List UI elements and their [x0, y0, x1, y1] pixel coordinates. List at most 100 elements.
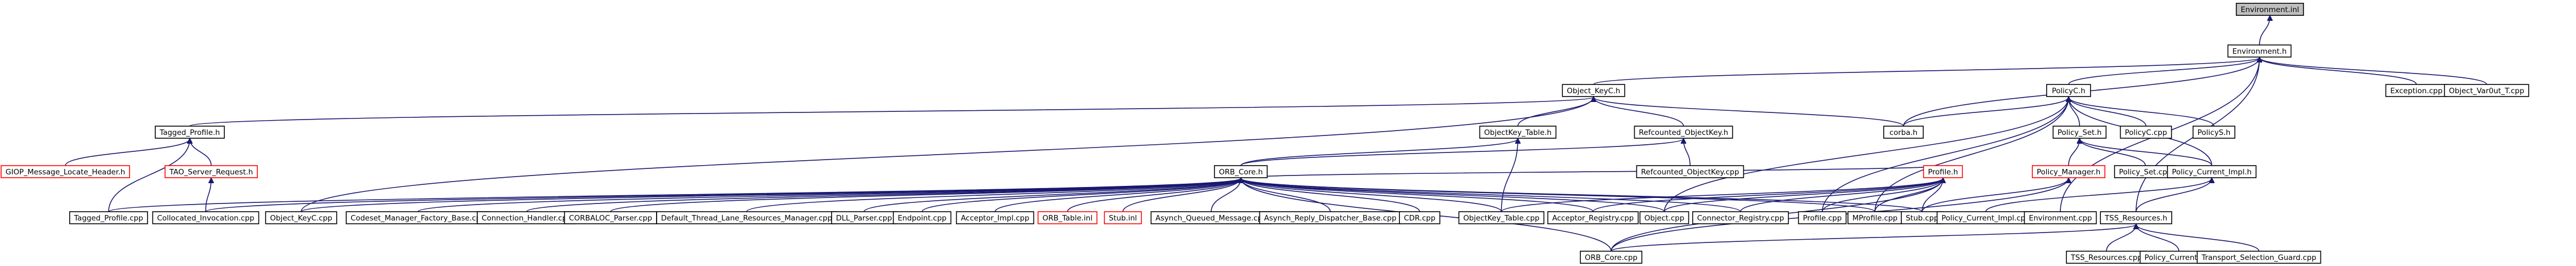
edge-object_keyc_cpp-to-object_keyc_h	[301, 97, 1594, 212]
node-label: Refcounted_ObjectKey.h	[1639, 128, 1728, 137]
node-object-keyc-h[interactable]: Object_KeyC.h	[1562, 84, 1625, 97]
node-label: Acceptor_Impl.cpp	[961, 214, 1030, 223]
node-label: DLL_Parser.cpp	[836, 214, 892, 223]
file-nodes: Environment.inlEnvironment.hObject_KeyC.…	[1, 3, 2529, 264]
node-refcounted-objectkey-h[interactable]: Refcounted_ObjectKey.h	[1634, 126, 1733, 139]
edge-transport_selection_guard_cpp-to-tss_resources_h	[2136, 224, 2259, 252]
node-label: Exception.cpp	[2390, 87, 2442, 95]
node-tagged-profile-cpp[interactable]: Tagged_Profile.cpp	[69, 211, 148, 224]
node-objectkey-table-cpp[interactable]: ObjectKey_Table.cpp	[1458, 211, 1545, 224]
node-box	[1580, 251, 1642, 264]
node-acceptor-impl-cpp[interactable]: Acceptor_Impl.cpp	[956, 211, 1035, 224]
edge-object_keyc_cpp-to-orb_core_h	[301, 178, 1241, 212]
node-label: Connector_Registry.cpp	[1697, 214, 1784, 223]
edge-corbaloc_parser_cpp-to-orb_core_h	[610, 178, 1241, 212]
node-profile-h[interactable]: Profile.h	[1923, 165, 1963, 178]
node-label: TAO_Server_Request.h	[169, 168, 253, 177]
node-orb-core-cpp[interactable]: ORB_Core.cpp	[1580, 251, 1642, 264]
node-exception-cpp[interactable]: Exception.cpp	[2385, 84, 2448, 97]
node-box	[2024, 211, 2097, 224]
node-tagged-profile-h[interactable]: Tagged_Profile.h	[155, 126, 225, 139]
node-giop-header-h[interactable]: GIOP_Message_Locate_Header.h	[1, 165, 131, 178]
node-label: CORBALOC_Parser.cpp	[569, 214, 652, 223]
node-label: corba.h	[1890, 128, 1918, 137]
node-object-keyc-cpp[interactable]: Object_KeyC.cpp	[265, 211, 337, 224]
edge-object_varout_t_cpp-to-env_h	[2259, 58, 2487, 85]
edge-objectkey_table_h-to-object_keyc_h	[1517, 97, 1594, 127]
edge-policyc_cpp-to-policyc_h	[2069, 97, 2146, 127]
node-stub-cpp[interactable]: Stub.cpp	[1901, 211, 1944, 224]
node-label: Tagged_Profile.h	[159, 128, 220, 137]
node-label: ObjectKey_Table.cpp	[1464, 214, 1540, 223]
node-acceptor-registry-cpp[interactable]: Acceptor_Registry.cpp	[1547, 211, 1639, 224]
edge-objectkey_table_cpp-to-profile_h	[1501, 178, 1943, 212]
node-connection-handler-cpp[interactable]: Connection_Handler.cpp	[477, 211, 577, 224]
node-policyc-cpp[interactable]: PolicyC.cpp	[2120, 126, 2172, 139]
node-box	[1883, 126, 1924, 139]
node-box	[2052, 126, 2107, 139]
node-box	[2235, 3, 2304, 16]
node-endpoint-cpp[interactable]: Endpoint.cpp	[892, 211, 952, 224]
node-label: Refcounted_ObjectKey.cpp	[1641, 168, 1739, 177]
node-box	[1634, 126, 1733, 139]
node-refcounted-objectkey-cpp[interactable]: Refcounted_ObjectKey.cpp	[1636, 165, 1744, 178]
edge-mprofile_cpp-to-policyc_h	[1874, 97, 2069, 212]
edge-object_cpp-to-orb_core_h	[1241, 178, 1665, 212]
node-tss-resources-h[interactable]: TSS_Resources.h	[2100, 211, 2172, 224]
node-orb-core-h[interactable]: ORB_Core.h	[1214, 165, 1268, 178]
node-env-inl[interactable]: Environment.inl	[2235, 3, 2304, 16]
node-cdr-cpp[interactable]: CDR.cpp	[1399, 211, 1440, 224]
node-connector-registry-cpp[interactable]: Connector_Registry.cpp	[1692, 211, 1789, 224]
node-default-thread-lane-cpp[interactable]: Default_Thread_Lane_Resources_Manager.cp…	[656, 211, 837, 224]
node-environment-cpp[interactable]: Environment.cpp	[2024, 211, 2097, 224]
node-policys-h[interactable]: PolicyS.h	[2193, 126, 2235, 139]
node-orb-table-inl[interactable]: ORB_Table.inl	[1037, 211, 1098, 224]
node-policy-manager-h[interactable]: Policy_Manager.h	[2032, 165, 2105, 178]
edge-corba_h-to-policyc_h	[1903, 97, 2069, 127]
node-profile-cpp[interactable]: Profile.cpp	[1798, 211, 1847, 224]
node-box	[1214, 165, 1268, 178]
node-tss-resources-cpp[interactable]: TSS_Resources.cpp	[2066, 251, 2147, 264]
node-env-h[interactable]: Environment.h	[2227, 44, 2292, 58]
node-corba-h[interactable]: corba.h	[1883, 126, 1924, 139]
node-policy-set-cpp[interactable]: Policy_Set.cpp	[2114, 165, 2177, 178]
edge-tao_server_request_h-to-tagged_profile_h	[190, 139, 212, 166]
node-transport-selection-guard-cpp[interactable]: Transport_Selection_Guard.cpp	[2196, 251, 2321, 264]
edge-profile_h-to-orb_core_h	[1241, 165, 1944, 178]
node-policy-set-h[interactable]: Policy_Set.h	[2052, 126, 2107, 139]
node-label: Policy_Current_Impl.cpp	[1941, 214, 2030, 223]
edge-connector_registry_cpp-to-orb_core_h	[1241, 178, 1741, 212]
edge-stub_cpp-to-policy_manager_h	[1922, 178, 2069, 212]
node-object-varout-t-cpp[interactable]: Object_Var0ut_T.cpp	[2444, 84, 2529, 97]
edge-env_h-to-env_inl	[2259, 16, 2270, 46]
node-mprofile-cpp[interactable]: MProfile.cpp	[1847, 211, 1903, 224]
node-asynch-reply-dispatcher-base-cpp[interactable]: Asynch_Reply_Dispatcher_Base.cpp	[1259, 211, 1402, 224]
node-policy-current-impl-cpp[interactable]: Policy_Current_Impl.cpp	[1936, 211, 2035, 224]
node-objectkey-table-h[interactable]: ObjectKey_Table.h	[1479, 126, 1557, 139]
edge-acceptor_registry_cpp-to-orb_core_h	[1241, 178, 1594, 212]
edge-orb_core_h-to-objectkey_table_h	[1240, 139, 1518, 166]
node-label: MProfile.cpp	[1852, 214, 1897, 223]
node-box	[2032, 165, 2105, 178]
edge-policys_h-to-policyc_h	[2069, 97, 2215, 127]
node-dll-parser-cpp[interactable]: DLL_Parser.cpp	[831, 211, 897, 224]
node-label: ObjectKey_Table.h	[1484, 128, 1552, 137]
node-object-cpp[interactable]: Object.cpp	[1639, 211, 1690, 224]
node-label: Policy_Set.h	[2058, 128, 2102, 137]
node-label: Policy_Set.cpp	[2119, 168, 2172, 177]
node-policyc-h[interactable]: PolicyC.h	[2046, 84, 2091, 97]
node-box	[2167, 165, 2257, 178]
dependency-edges	[65, 16, 2487, 252]
node-stub-inl[interactable]: Stub.inl	[1104, 211, 1142, 224]
node-collocated-invocation-cpp[interactable]: Collocated_Invocation.cpp	[152, 211, 259, 224]
node-label: ORB_Core.cpp	[1585, 253, 1637, 262]
node-codeset-manager-factory-base-cpp[interactable]: Codeset_Manager_Factory_Base.cpp	[346, 211, 490, 224]
node-box	[1923, 165, 1963, 178]
node-policy-current-impl-h[interactable]: Policy_Current_Impl.h	[2167, 165, 2257, 178]
edge-profile_cpp-to-profile_h	[1822, 178, 1943, 212]
node-box	[1458, 211, 1545, 224]
node-asynch-queued-message-cpp[interactable]: Asynch_Queued_Message.cpp	[1150, 211, 1272, 224]
node-corbaloc-parser-cpp[interactable]: CORBALOC_Parser.cpp	[564, 211, 657, 224]
node-box	[152, 211, 259, 224]
node-tao-server-request-h[interactable]: TAO_Server_Request.h	[165, 165, 258, 178]
